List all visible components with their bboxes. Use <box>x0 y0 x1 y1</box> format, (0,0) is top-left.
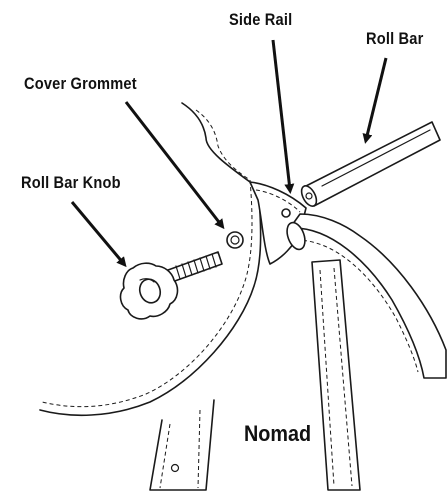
roll-bar-knob <box>119 251 223 320</box>
roll-bar-knob-arrow <box>70 201 127 268</box>
rear-frame-legs <box>311 259 361 491</box>
roll-bar-tube <box>300 121 441 207</box>
cover-grommet-arrow <box>124 101 225 230</box>
fabric-cover-panel <box>39 102 262 491</box>
roll-bar-arrow <box>362 57 388 144</box>
product-name-label: Nomad <box>244 421 312 446</box>
cover-grommet-label: Cover Grommet <box>24 74 137 93</box>
cover-grommet-ring <box>226 231 244 249</box>
roll-bar-label: Roll Bar <box>366 29 424 48</box>
side-rail-arrow <box>271 39 295 194</box>
roll-bar-knob-label: Roll Bar Knob <box>21 173 121 192</box>
callout-arrows <box>70 39 388 268</box>
side-rail-label: Side Rail <box>229 10 293 29</box>
side-rail-tube <box>286 213 447 379</box>
